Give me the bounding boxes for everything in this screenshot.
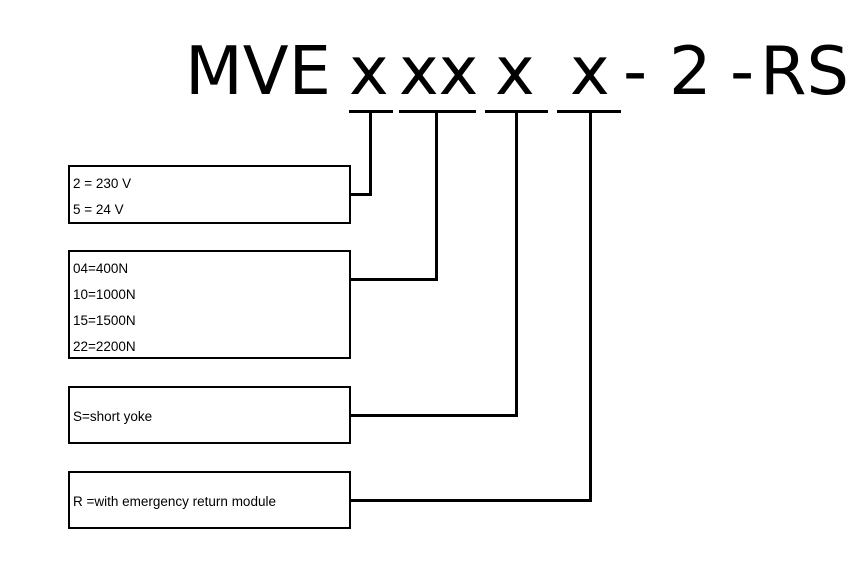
module-option: R =with emergency return module [73,494,276,509]
force-option: 10=1000N [73,287,136,302]
yoke-options-box: S=short yoke [68,386,351,444]
connector-voltage-vertical [369,112,372,196]
voltage-options-box: 2 = 230 V 5 = 24 V [68,165,351,224]
force-option: 15=1500N [73,313,136,328]
code-segment-module: x [570,32,610,110]
code-number: 2 [669,32,712,110]
underline-force [399,110,476,113]
underline-voltage [349,110,393,113]
connector-yoke-horizontal [349,414,518,417]
code-suffix: RS [760,32,850,110]
module-options-box: R =with emergency return module [68,471,351,529]
connector-force-vertical [435,112,438,281]
code-segment-force: xx [399,32,479,110]
yoke-option: S=short yoke [73,409,153,424]
product-code: MVE x xx x x - 2 - RS [0,26,861,116]
code-dash-1: - [623,32,648,110]
connector-yoke-vertical [515,112,518,417]
code-prefix: MVE [185,32,331,110]
connector-module-horizontal [349,499,592,502]
code-segment-voltage: x [349,32,389,110]
underline-yoke [485,110,548,113]
code-dash-2: - [730,32,755,110]
voltage-option: 5 = 24 V [73,202,124,217]
connector-voltage-horizontal [349,193,372,196]
connector-module-vertical [589,112,592,502]
force-option: 22=2200N [73,339,136,354]
force-option: 04=400N [73,261,129,276]
force-options-box: 04=400N 10=1000N 15=1500N 22=2200N [68,250,351,359]
connector-force-horizontal [349,278,438,281]
code-segment-yoke: x [495,32,535,110]
underline-module [557,110,621,113]
voltage-option: 2 = 230 V [73,176,132,191]
